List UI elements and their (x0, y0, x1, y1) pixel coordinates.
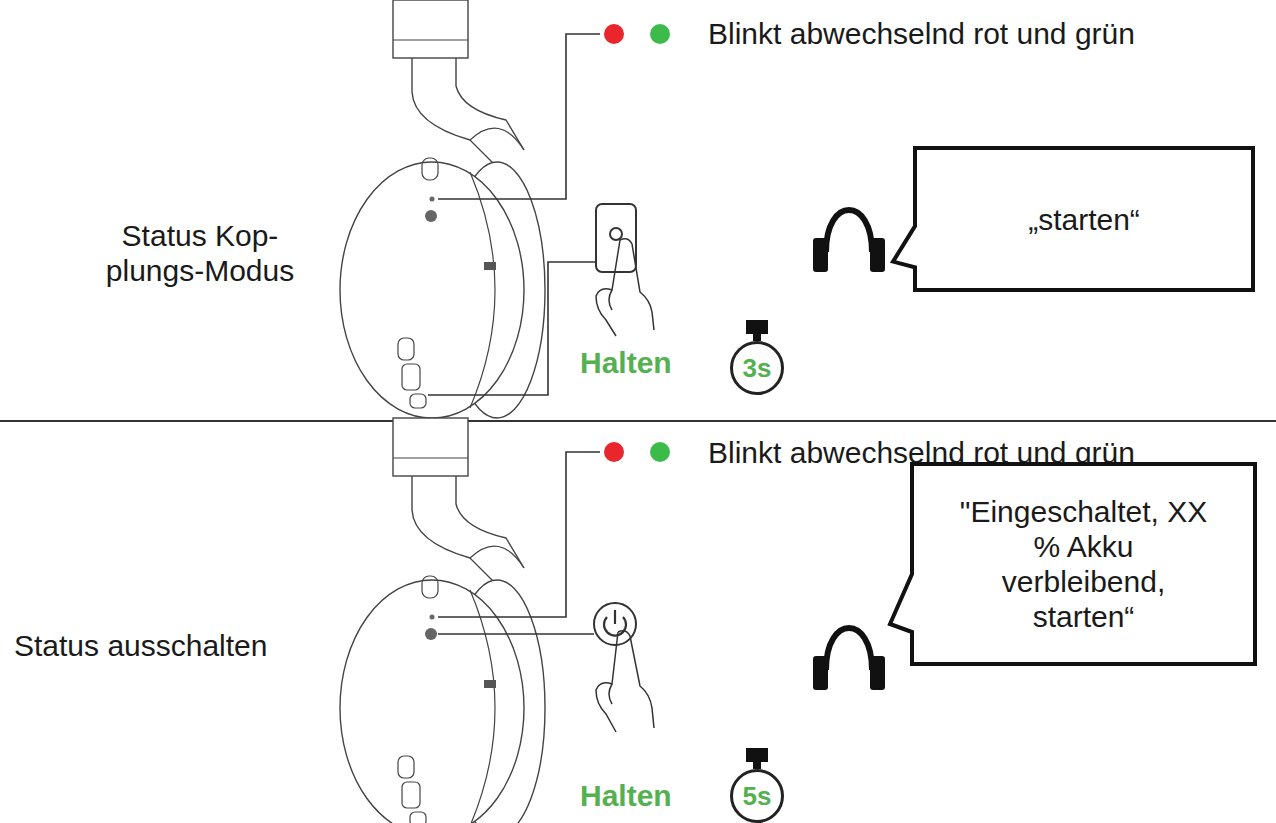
separator-line (0, 420, 1276, 422)
stopwatch-crown (746, 320, 768, 341)
bottom-illustration (340, 418, 885, 823)
duration-text: 5s (743, 781, 772, 811)
leader-line (428, 262, 596, 395)
headphone-illustration (340, 0, 545, 418)
led-description: Blinkt abwechselnd rot und grün (708, 16, 1135, 51)
voice-prompt: "Eingeschaltet, XX % Akku verbleibend, s… (959, 494, 1209, 634)
leader-line (438, 633, 594, 635)
speech-bubble: "Eingeschaltet, XX % Akku verbleibend, s… (912, 464, 1255, 664)
power-symbol (614, 610, 616, 624)
stopwatch-dial: 5s (730, 769, 784, 823)
bubble-shape (893, 148, 1253, 290)
duration-text: 3s (743, 353, 772, 383)
state-label: Status ausschalten (14, 628, 268, 663)
headphone-illustration (340, 418, 545, 823)
led-indicator (438, 24, 670, 199)
stopwatch-crown (746, 748, 768, 769)
stopwatch-dial: 3s (730, 341, 784, 395)
power-button-callout (594, 603, 636, 645)
hold-instruction: Halten (580, 778, 672, 813)
button-symbol (610, 228, 622, 240)
bubble-shape (890, 464, 1255, 664)
voice-prompt: „starten“ (1028, 202, 1140, 237)
led-indicator (438, 442, 670, 617)
headphone-icon (813, 628, 885, 690)
hold-instruction: Halten (580, 345, 672, 380)
state-label: Status Kop- plungs-Modus (80, 218, 320, 288)
finger (596, 239, 654, 336)
headphone-icon (813, 210, 885, 272)
finger (596, 631, 654, 732)
speech-bubble: „starten“ (915, 148, 1253, 290)
bubble-outline (912, 464, 1255, 664)
